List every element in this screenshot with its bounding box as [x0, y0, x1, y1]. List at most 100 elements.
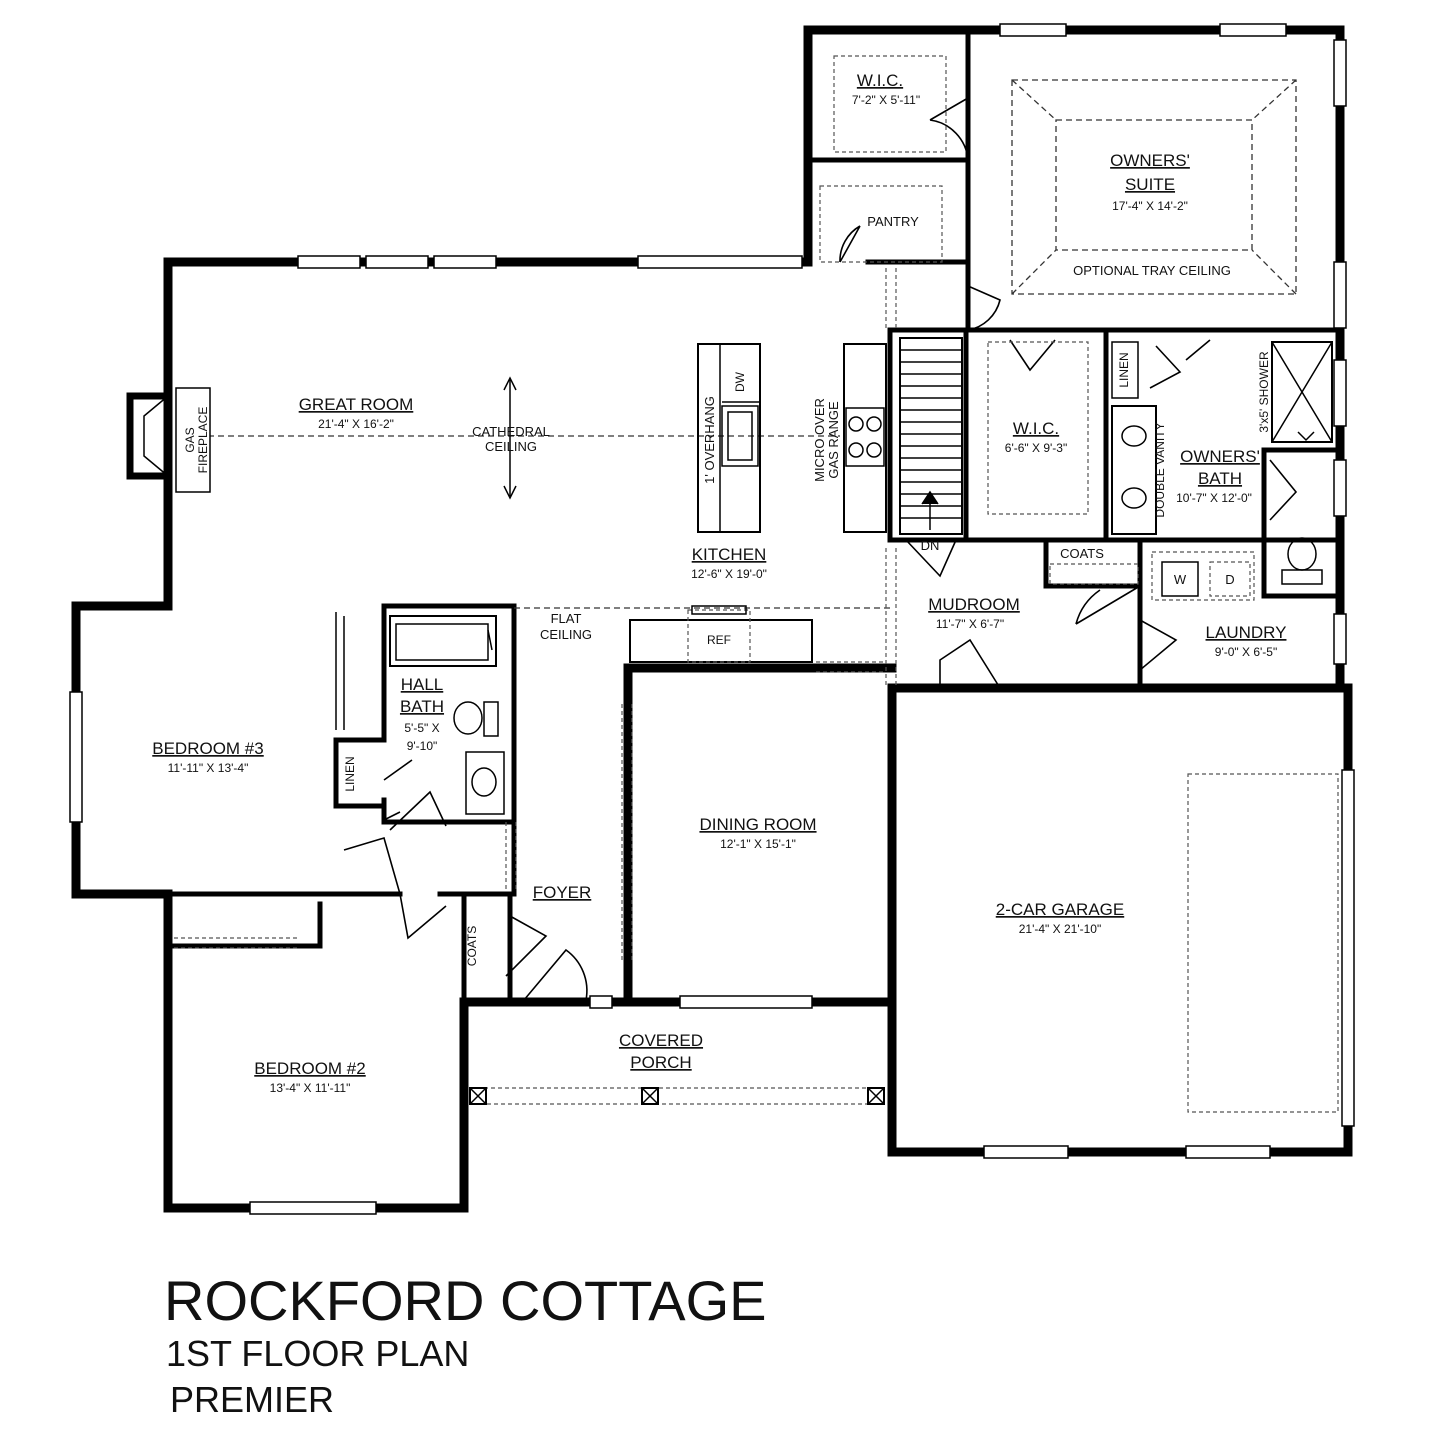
door [839, 225, 861, 263]
plan-title: ROCKFORD COTTAGE [164, 1269, 767, 1332]
window [983, 1145, 1069, 1159]
cathedral-line-2: CEILING [485, 439, 537, 454]
washer-label: W [1174, 572, 1187, 587]
window [433, 255, 497, 269]
sliding-door [637, 255, 803, 269]
porch-beam [469, 1087, 883, 1105]
hall-bath-dims-2: 9'-10" [407, 739, 438, 753]
window [589, 995, 613, 1009]
bedroom2-name: BEDROOM #2 [254, 1059, 365, 1078]
window [1219, 23, 1287, 37]
pantry-name: PANTRY [867, 214, 919, 229]
wic-owner-dims: 6'-6" X 9'-3" [1005, 441, 1067, 455]
porch-name-1: COVERED [619, 1031, 703, 1050]
door [1139, 619, 1178, 671]
fireplace-line-2: FIREPLACE [196, 407, 210, 474]
door [1185, 339, 1211, 361]
door [505, 915, 548, 977]
window [1185, 1145, 1271, 1159]
garage-name: 2-CAR GARAGE [996, 900, 1124, 919]
bedroom3-dims: 11'-11" X 13'-4" [168, 761, 249, 775]
cathedral-line-1: CATHEDRAL [472, 424, 550, 439]
ceiling-lines [174, 55, 1339, 1113]
foyer-name: FOYER [533, 883, 592, 902]
dining-name: DINING ROOM [699, 815, 816, 834]
flat-ceiling-line-1: FLAT [551, 611, 582, 626]
tray-ceiling-note: OPTIONAL TRAY CEILING [1073, 263, 1231, 278]
window [999, 23, 1067, 37]
wic-top-name: W.I.C. [857, 71, 903, 90]
great-room-dims: 21'-4" X 16'-2" [318, 417, 394, 431]
range-line-2: GAS RANGE [826, 401, 841, 479]
pantry-shelf-outline [819, 185, 943, 263]
windows [69, 23, 1355, 1215]
dining-dims: 12'-1" X 15'-1" [720, 837, 796, 851]
kitchen-name: KITCHEN [692, 545, 767, 564]
room-labels: W.I.C. 7'-2" X 5'-11" OWNERS' SUITE 17'-… [152, 71, 1286, 1095]
interior-walls [73, 31, 1343, 1005]
ceiling-arrow [503, 376, 517, 500]
wic-shelf-outline [987, 341, 1089, 515]
window [1333, 459, 1347, 517]
hall-bath-name-1: HALL [401, 675, 444, 694]
door [389, 790, 447, 831]
door [343, 837, 401, 895]
door [929, 97, 969, 161]
window [1333, 261, 1347, 329]
car-bay-outline [1187, 773, 1339, 1113]
window [679, 995, 813, 1009]
wic-shelf-outline [833, 55, 947, 153]
hall-bath-name-2: BATH [400, 697, 444, 716]
door [523, 948, 588, 1001]
stair [899, 337, 963, 535]
door [967, 285, 1001, 331]
window [1333, 359, 1347, 427]
owners-bath-fixtures [1111, 341, 1333, 585]
kitchen-dims: 12'-6" X 19'-0" [691, 567, 767, 581]
door [399, 893, 447, 940]
window [297, 255, 361, 269]
window [69, 691, 83, 823]
plan-edition: PREMIER [170, 1379, 334, 1420]
garage-door [1341, 769, 1355, 1127]
kitchen-island [697, 343, 761, 533]
stair-down-label: DN [921, 538, 940, 553]
doors [343, 97, 1298, 1001]
range-counter [843, 343, 887, 533]
range-line-1: MICRO OVER [812, 398, 827, 482]
bedroom3-name: BEDROOM #3 [152, 739, 263, 758]
laundry-dims: 9'-0" X 6'-5" [1215, 645, 1277, 659]
bedroom2-dims: 13'-4" X 11'-11" [270, 1081, 351, 1095]
door [1149, 345, 1182, 389]
owners-bath-name-1: OWNERS' [1180, 447, 1260, 466]
great-room-name: GREAT ROOM [299, 395, 414, 414]
laundry-name: LAUNDRY [1206, 623, 1287, 642]
linen-hall-label: LINEN [343, 756, 357, 791]
wic-owner-name: W.I.C. [1013, 419, 1059, 438]
fireplace [126, 387, 211, 493]
door [905, 539, 957, 578]
door [939, 638, 1001, 689]
porch-name-2: PORCH [630, 1053, 691, 1072]
porch-columns [469, 1087, 885, 1105]
door [1269, 459, 1298, 521]
title-block: ROCKFORD COTTAGE 1ST FLOOR PLAN PREMIER [164, 1269, 767, 1420]
fireplace-line-1: GAS [183, 427, 197, 452]
door [1075, 585, 1141, 625]
owners-suite-name-1: OWNERS' [1110, 151, 1190, 170]
coats-shelf-outline [1049, 563, 1139, 585]
window [365, 255, 429, 269]
coats-foyer-label: COATS [465, 926, 479, 966]
dishwasher-label: DW [733, 371, 747, 392]
owners-suite-name-2: SUITE [1125, 175, 1175, 194]
owners-bath-name-2: BATH [1198, 469, 1242, 488]
hall-bath-dims-1: 5'-5" X [404, 721, 439, 735]
window [1333, 613, 1347, 665]
owners-bath-dims: 10'-7" X 12'-0" [1176, 491, 1252, 505]
owners-suite-dims: 17'-4" X 14'-2" [1112, 199, 1188, 213]
tray-ceiling [1011, 79, 1297, 295]
window [1333, 39, 1347, 107]
laundry-fixtures [1151, 551, 1255, 601]
flat-ceiling-line-2: CEILING [540, 627, 592, 642]
